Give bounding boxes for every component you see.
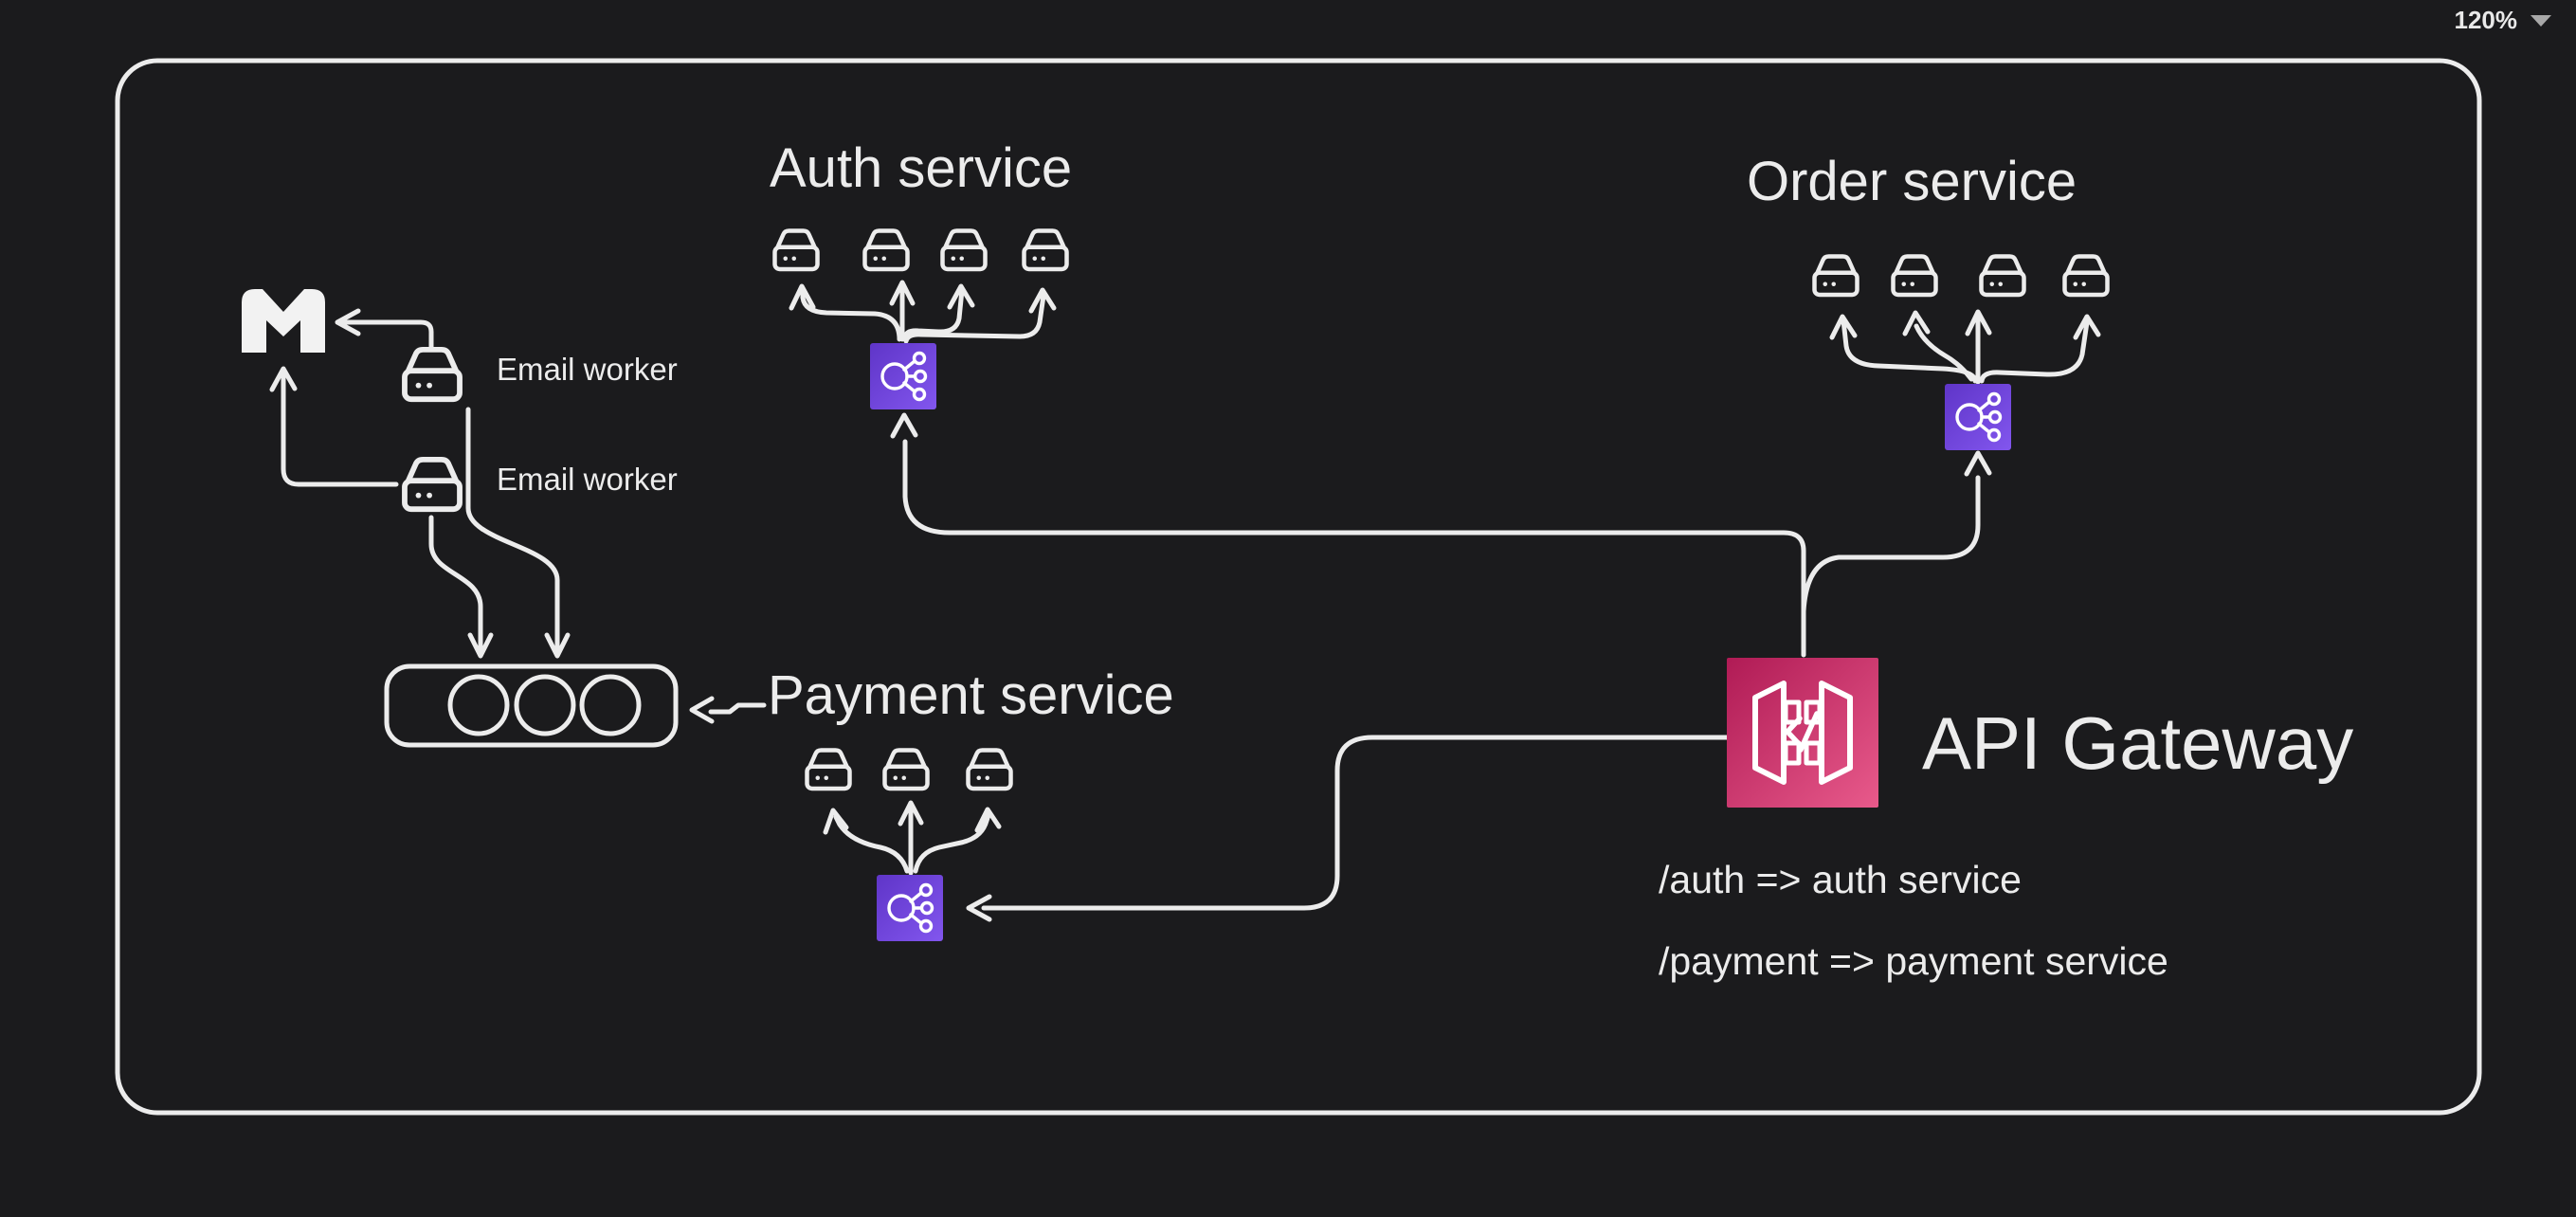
server-icon[interactable] <box>1025 231 1067 270</box>
arrow-auth-lb-to-server2 <box>889 280 916 342</box>
gmail-m-icon[interactable] <box>242 289 325 353</box>
connectors <box>269 280 2101 922</box>
server-icon[interactable] <box>943 231 986 270</box>
arrow-order-lb-to-server4 <box>1979 314 2101 384</box>
arrow-auth-lb-to-server1 <box>789 283 902 342</box>
auth-service-cluster[interactable] <box>775 231 1067 410</box>
route-payment[interactable]: /payment => payment service <box>1659 939 2168 983</box>
order-service-title[interactable]: Order service <box>1747 151 2077 212</box>
chevron-down-icon[interactable] <box>2531 14 2551 27</box>
zoom-level[interactable]: 120% <box>2454 6 2518 34</box>
server-icon[interactable] <box>885 751 928 790</box>
arrow-worker2-to-queue <box>428 515 494 659</box>
api-gateway-icon[interactable] <box>1727 658 1878 808</box>
server-icon[interactable] <box>807 751 850 790</box>
email-worker-label-1[interactable]: Email worker <box>497 352 678 387</box>
server-icon[interactable] <box>2065 257 2108 296</box>
email-worker-label-2[interactable]: Email worker <box>497 462 678 497</box>
load-balancer-icon[interactable] <box>877 875 943 941</box>
server-icon[interactable] <box>405 460 460 509</box>
queue-icon[interactable] <box>384 663 679 748</box>
arrow-worker1-to-queue <box>465 407 571 659</box>
zoom-control[interactable]: 120% <box>2454 6 2551 35</box>
api-gateway-title[interactable]: API Gateway <box>1922 701 2354 785</box>
order-service-cluster[interactable] <box>1815 257 2108 451</box>
server-icon[interactable] <box>405 350 460 399</box>
server-icon[interactable] <box>865 231 908 270</box>
server-icon[interactable] <box>1894 257 1936 296</box>
load-balancer-icon[interactable] <box>870 343 936 409</box>
server-icon[interactable] <box>969 751 1011 790</box>
arrow-gateway-to-order-lb <box>1801 450 1992 614</box>
arrow-order-lb-to-server3 <box>1965 309 1992 385</box>
canvas-frame <box>115 58 2482 1116</box>
arrow-gateway-to-payment-lb <box>966 735 1730 922</box>
arrow-order-lb-to-server2 <box>1902 310 1974 382</box>
arrow-worker1-to-gmail <box>335 308 434 353</box>
arrow-auth-lb-to-server3 <box>902 283 975 340</box>
load-balancer-icon[interactable] <box>1945 384 2011 450</box>
arrow-gateway-to-auth-lb <box>890 412 1806 658</box>
arrow-payment-lb-to-server2 <box>898 800 924 876</box>
server-icon[interactable] <box>1815 257 1858 296</box>
arrow-payment-label-to-queue <box>689 696 767 724</box>
server-icon[interactable] <box>1982 257 2024 296</box>
auth-service-title[interactable]: Auth service <box>770 137 1073 199</box>
arrow-payment-lb-to-server3 <box>913 807 1002 874</box>
arrow-auth-lb-to-server4 <box>903 287 1057 344</box>
arrow-worker2-to-gmail <box>269 366 399 487</box>
payment-service-title[interactable]: Payment service <box>768 664 1174 726</box>
server-icon[interactable] <box>775 231 818 270</box>
route-auth[interactable]: /auth => auth service <box>1659 858 2022 901</box>
arrow-payment-lb-to-server1 <box>823 808 910 874</box>
arrow-order-lb-to-server1 <box>1829 314 1978 384</box>
